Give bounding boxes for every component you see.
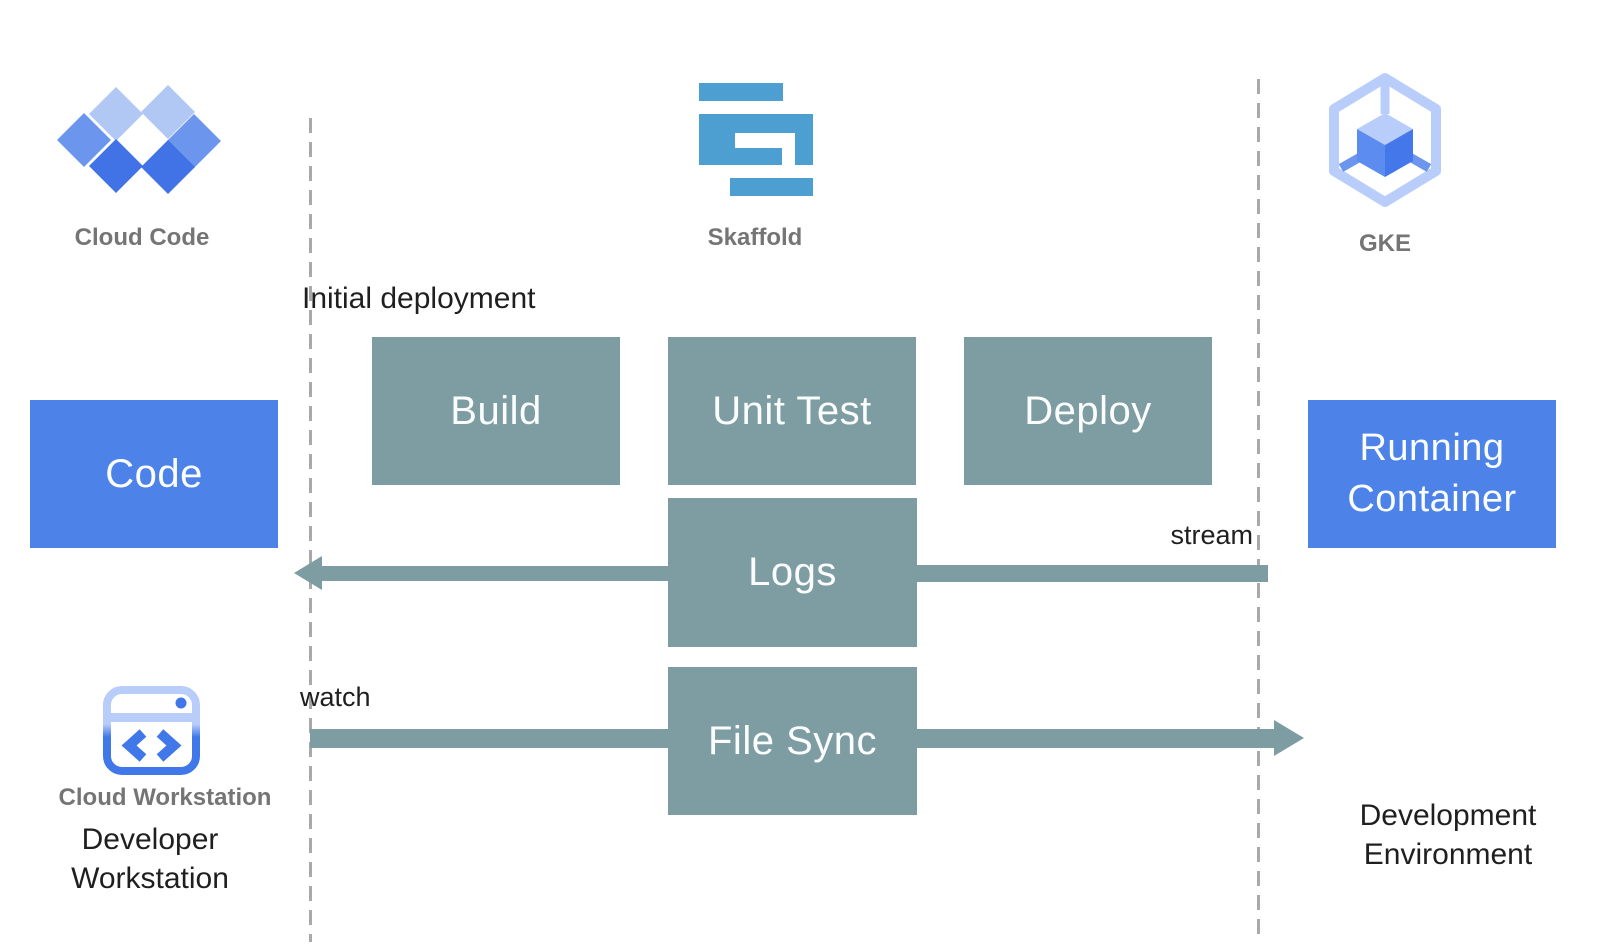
right-lane-divider [1257,79,1260,942]
stream-label: stream [1170,520,1253,550]
gke-icon [1329,73,1441,207]
unit-test-box: Unit Test [668,337,916,485]
cloud-code-label: Cloud Code [74,224,210,251]
watch-label: watch [300,682,371,712]
skaffold-icon [699,83,813,196]
gke-label: GKE [1358,230,1411,257]
file-sync-arrow-left-shaft [310,729,668,748]
logs-arrow-left-shaft [318,566,668,581]
logs-box: Logs [668,498,917,647]
code-box: Code [30,400,278,548]
logs-arrow-right-shaft [917,565,1268,582]
build-box: Build [372,337,620,485]
cloud-code-icon [57,85,221,194]
initial-deployment-label: Initial deployment [302,282,536,315]
development-environment-caption: Development Environment [1359,799,1537,871]
deploy-box: Deploy [964,337,1212,485]
skaffold-label: Skaffold [707,224,803,251]
file-sync-box: File Sync [668,667,917,815]
cloud-workstation-label: Cloud Workstation [58,784,272,811]
file-sync-arrow-right-shaft [917,729,1274,748]
logs-arrow-head [294,556,322,590]
cloud-workstation-icon [103,686,200,775]
file-sync-arrow-head [1274,720,1304,756]
running-container-box: Running Container [1308,400,1556,548]
left-lane-divider [309,118,312,942]
developer-workstation-caption: Developer Workstation [71,823,229,895]
